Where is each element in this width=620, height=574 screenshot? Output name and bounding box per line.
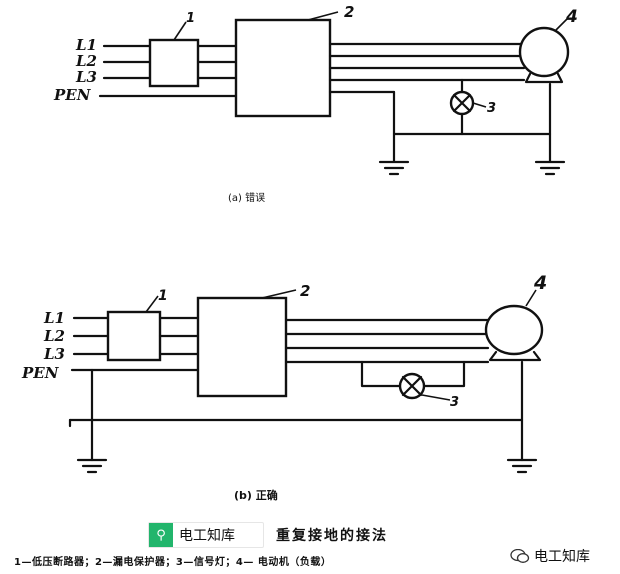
- lamp-a: [449, 90, 475, 116]
- line-label-l3: L3: [43, 345, 65, 363]
- ground-symbol-left: [378, 132, 410, 176]
- protector-box: [196, 296, 288, 398]
- lamp-leader: [421, 394, 451, 401]
- lamp-loop: [360, 360, 466, 388]
- brand-name: 电工知库: [179, 528, 235, 544]
- phase-wires-in: [102, 44, 152, 80]
- figure-title: 重复接地的接法: [276, 528, 388, 544]
- motor-leader: [525, 289, 537, 307]
- ground-symbol-right: [506, 458, 538, 474]
- marker-3: 3: [450, 395, 459, 410]
- phase-wires-mid: [158, 316, 200, 356]
- line-label-pen: PEN: [21, 364, 60, 382]
- breaker-leader: [173, 21, 187, 41]
- line-label-l2: L2: [43, 327, 65, 345]
- line-label-l2: L2: [75, 52, 97, 70]
- brand-tag: ⚲ 电工知库: [148, 522, 264, 548]
- phase-wires-out: [284, 318, 490, 364]
- protector-box: [234, 18, 332, 118]
- marker-2: 2: [300, 282, 310, 300]
- caption-b: (b) 正确: [234, 488, 278, 502]
- motor-b: [484, 304, 544, 362]
- motor-a: [518, 26, 570, 84]
- phase-wires-in: [72, 316, 110, 356]
- marker-1: 1: [158, 288, 168, 304]
- ground-symbol-right: [534, 132, 566, 176]
- caption-a: (a) 错误: [228, 191, 265, 204]
- wechat-icon: [510, 549, 530, 563]
- watermark-text: 电工知库: [534, 549, 590, 565]
- phase-wires-mid: [196, 44, 238, 80]
- breaker-box: [148, 38, 200, 88]
- breaker-box: [106, 310, 162, 362]
- marker-2: 2: [344, 3, 354, 21]
- motor-leader: [555, 17, 569, 31]
- protector-leader: [261, 289, 297, 299]
- marker-4: 4: [565, 7, 578, 27]
- protector-leader: [307, 11, 339, 21]
- line-label-l1: L1: [75, 36, 97, 54]
- phase-wires-out: [328, 42, 526, 82]
- line-label-pen: PEN: [53, 86, 92, 104]
- marker-4: 4: [533, 272, 547, 294]
- watermark: 电工知库: [510, 546, 590, 566]
- diagram-b: L1 L2 L3 PEN 1 2 4 3: [21, 272, 547, 502]
- diagram-a: L1 L2 L3 PEN 1 2 4 3: [53, 3, 578, 204]
- ground-symbol-left: [76, 458, 108, 474]
- breaker-leader: [145, 295, 159, 313]
- marker-1: 1: [186, 11, 195, 26]
- lamp-leader: [472, 102, 487, 108]
- figure-legend: 1—低压断路器；2—漏电保护器；3—信号灯；4— 电动机（负载）: [14, 557, 332, 568]
- line-label-l1: L1: [43, 309, 65, 327]
- line-label-l3: L3: [75, 68, 97, 86]
- lamp-b: [398, 372, 426, 400]
- search-icon: ⚲: [149, 523, 173, 547]
- marker-3: 3: [487, 101, 496, 116]
- pe-bus: [392, 82, 552, 136]
